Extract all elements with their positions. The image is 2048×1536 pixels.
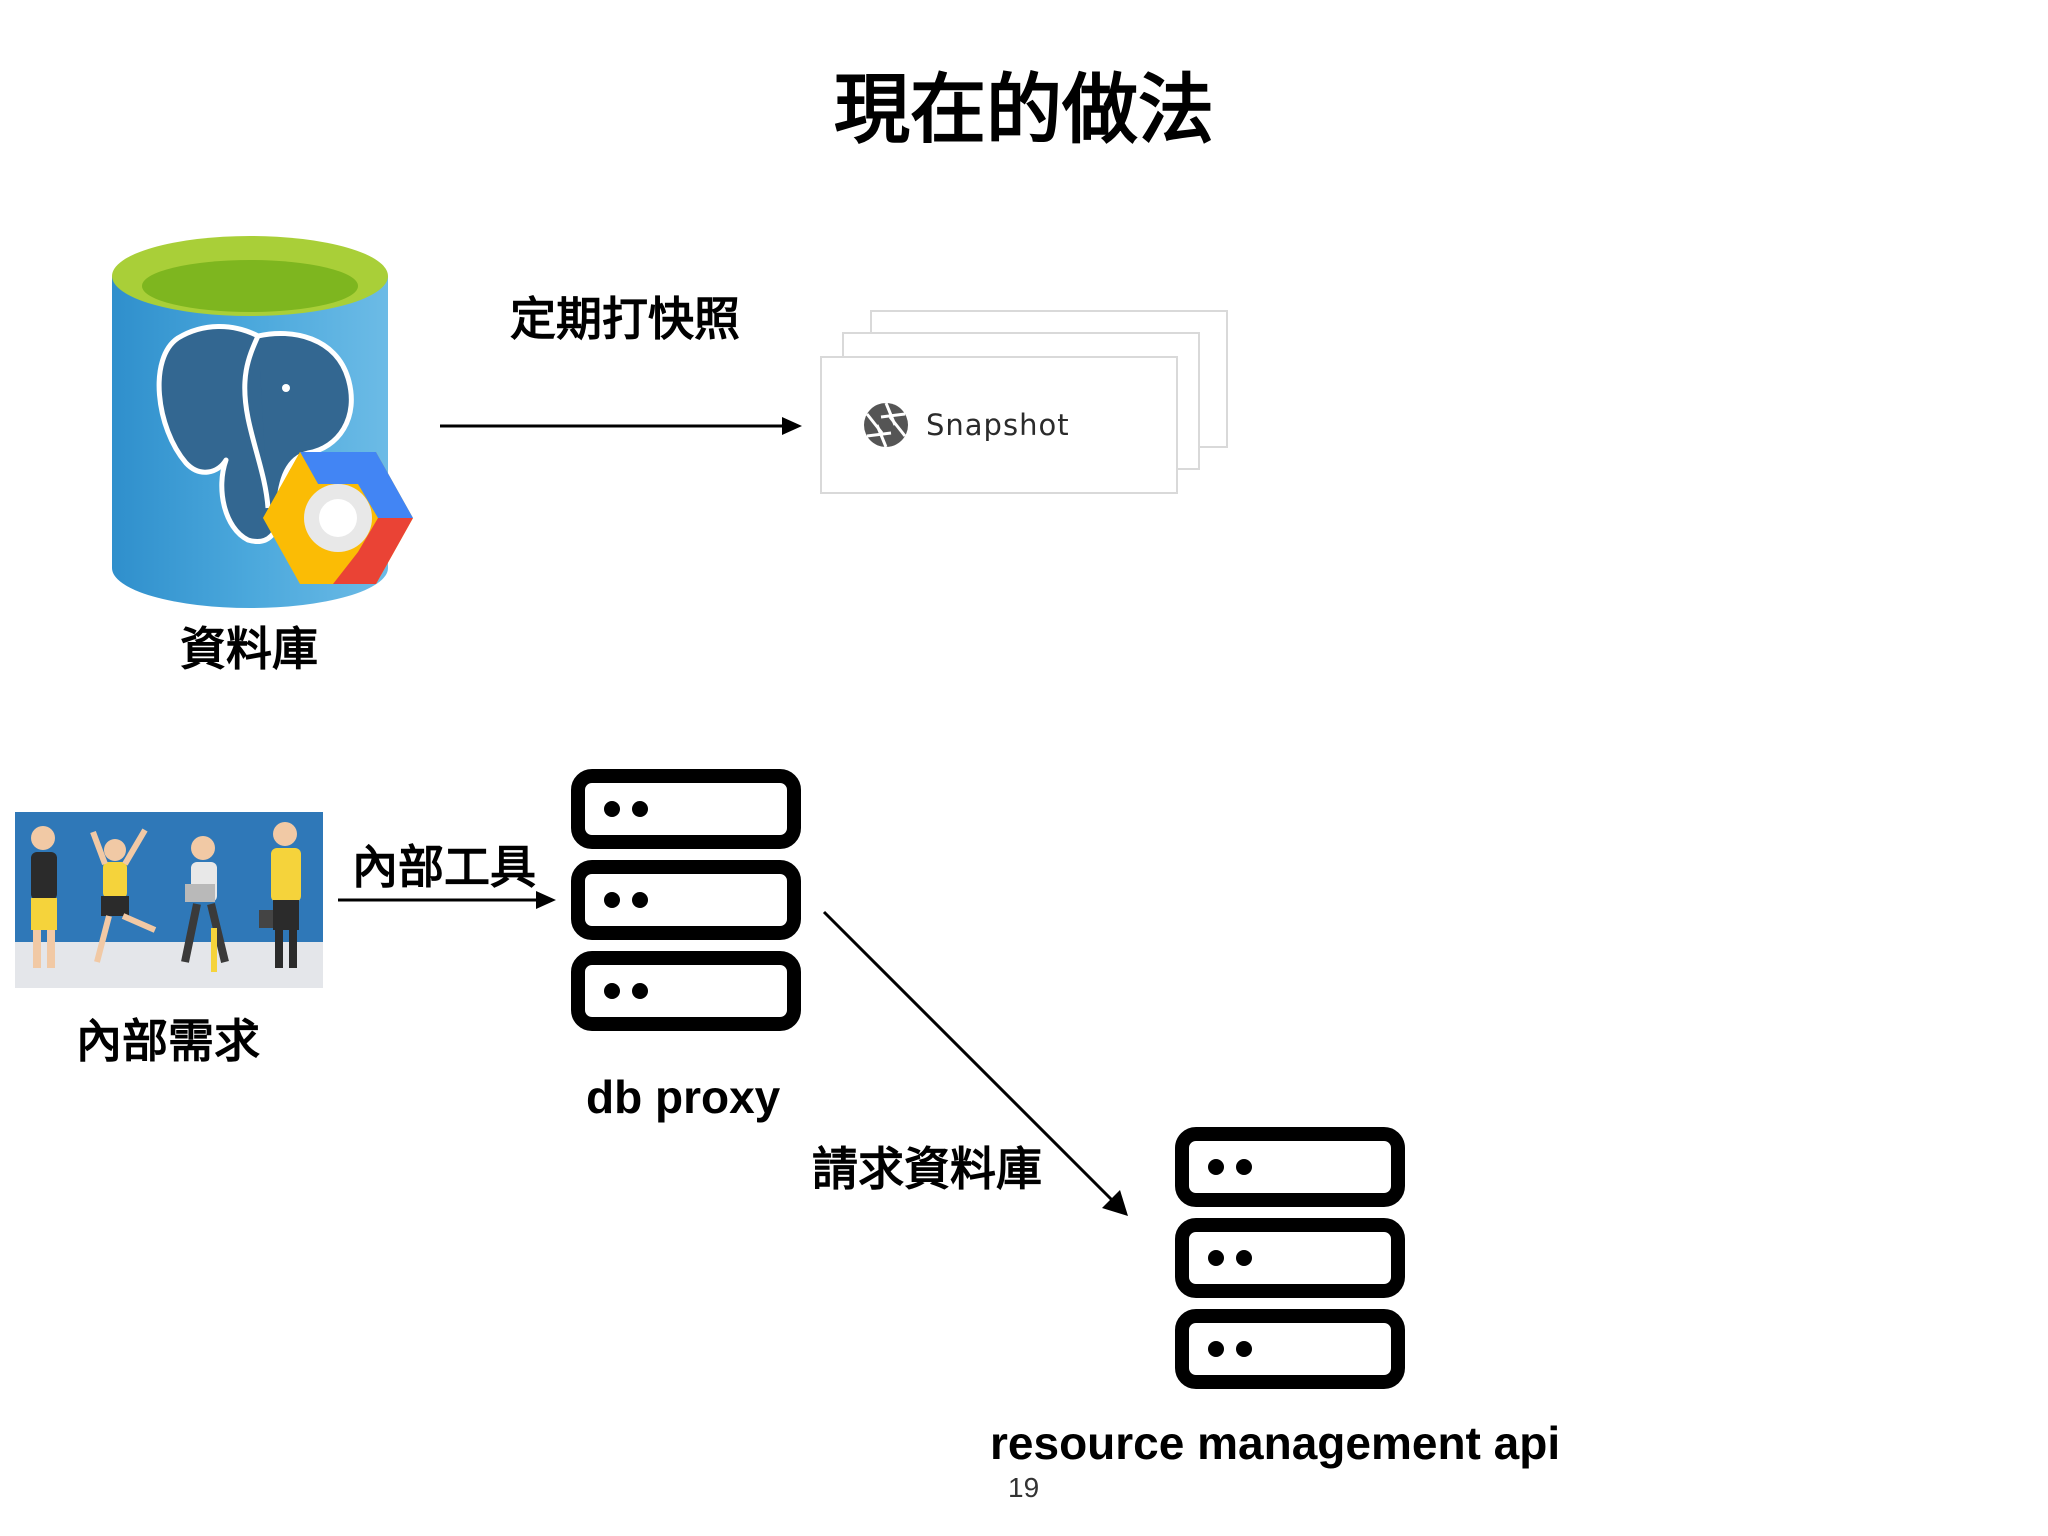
- db-proxy-label: db proxy: [586, 1071, 781, 1123]
- team-people-photo: [15, 812, 323, 988]
- snapshot-card-text: Snapshot: [926, 408, 1070, 442]
- slide-title: 現在的做法: [834, 65, 1214, 154]
- db-proxy-server-icon: [570, 768, 802, 1032]
- camera-aperture-icon: [862, 401, 910, 449]
- snapshot-arrow: [438, 414, 804, 438]
- snapshot-arrow-label: 定期打快照: [510, 292, 740, 346]
- database-icon: [108, 228, 500, 628]
- internal-tool-arrow-label: 內部工具: [352, 840, 536, 894]
- api-server-icon: [1174, 1126, 1406, 1390]
- internal-tool-arrow: [336, 888, 558, 912]
- api-label: resource management api: [990, 1417, 1561, 1469]
- snapshot-card: Snapshot: [820, 356, 1178, 494]
- page-number: 19: [1008, 1472, 1040, 1503]
- request-arrow-label: 請求資料庫: [812, 1142, 1042, 1196]
- request-arrow: [818, 906, 1134, 1222]
- database-label: 資料庫: [180, 622, 318, 676]
- internal-needs-label: 內部需求: [76, 1014, 260, 1068]
